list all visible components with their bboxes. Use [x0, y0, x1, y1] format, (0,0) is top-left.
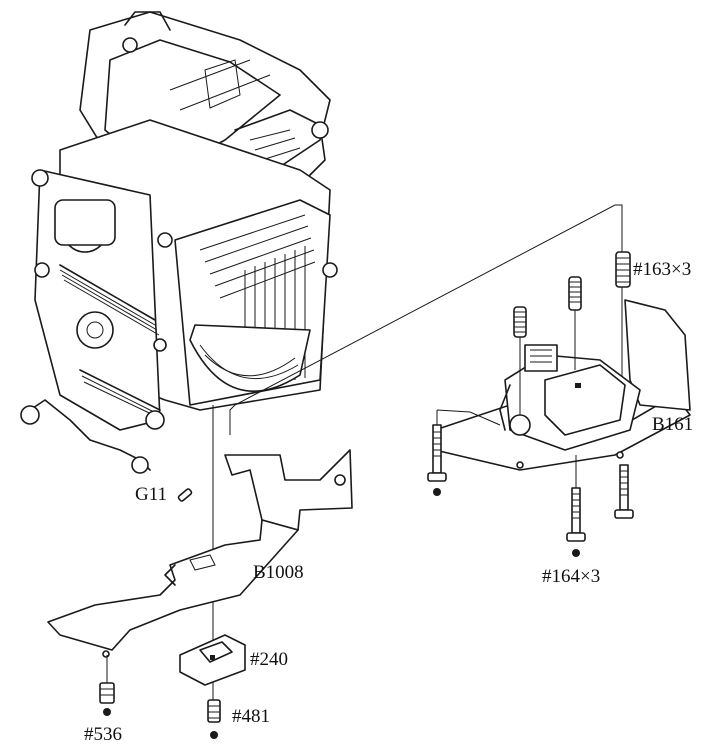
label-536: #536: [84, 724, 122, 745]
springs-163: [513, 251, 631, 415]
spring-163-b: [568, 276, 582, 311]
label-481: #481: [232, 706, 270, 727]
part-240: [179, 634, 246, 686]
label-b1008: B1008: [253, 562, 304, 583]
mirror-box-assembly: [20, 11, 338, 474]
screw-164-c: [614, 464, 634, 519]
part-labels: G11 B1008 B161 #163×3 #164×3 #240 #481 #…: [84, 259, 693, 745]
b161-module: [434, 299, 691, 471]
label-164: #164×3: [542, 566, 600, 587]
label-g11: G11: [135, 484, 167, 505]
spring-163-a: [513, 306, 527, 338]
spring-163-c: [615, 251, 631, 288]
screw-164-a: [427, 424, 447, 496]
screw-481: [207, 699, 221, 739]
screw-536: [99, 655, 115, 716]
label-163: #163×3: [633, 259, 691, 280]
label-b161: B161: [652, 414, 693, 435]
b1008-bracket: [47, 449, 353, 658]
screw-164-b: [566, 487, 586, 557]
label-240: #240: [250, 649, 288, 670]
screws-164: [427, 409, 634, 557]
